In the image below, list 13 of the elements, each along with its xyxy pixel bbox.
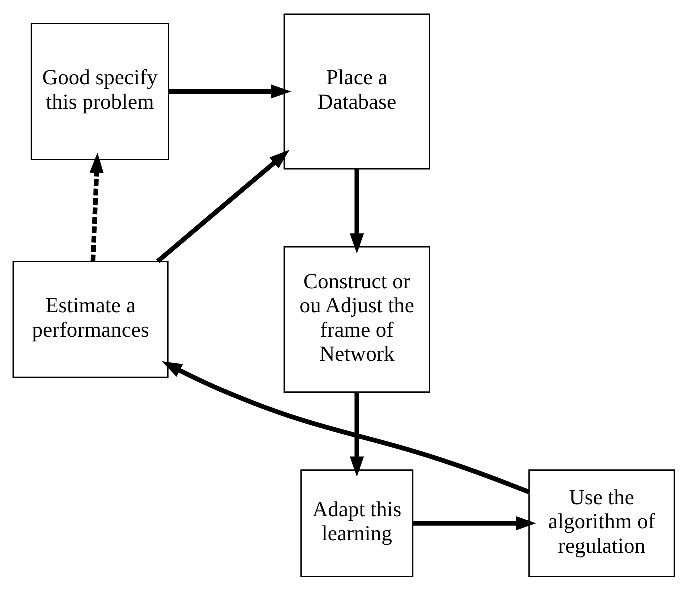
arrow	[168, 84, 292, 98]
arrow	[90, 152, 104, 262]
arrow	[350, 168, 364, 254]
arrow	[156, 150, 290, 263]
node-box: Adapt this learning	[300, 469, 414, 577]
arrow	[350, 392, 364, 476]
node-box: Good specify this problem	[30, 22, 170, 160]
node-box: Construct or ou Adjust the frame of Network	[284, 246, 430, 393]
node-box: Use the algorithm of regulation	[528, 469, 676, 577]
node-box: Place a Database	[284, 13, 430, 170]
node-box: Estimate a performances	[12, 260, 169, 378]
arrow	[162, 360, 530, 494]
arrow	[413, 516, 536, 530]
